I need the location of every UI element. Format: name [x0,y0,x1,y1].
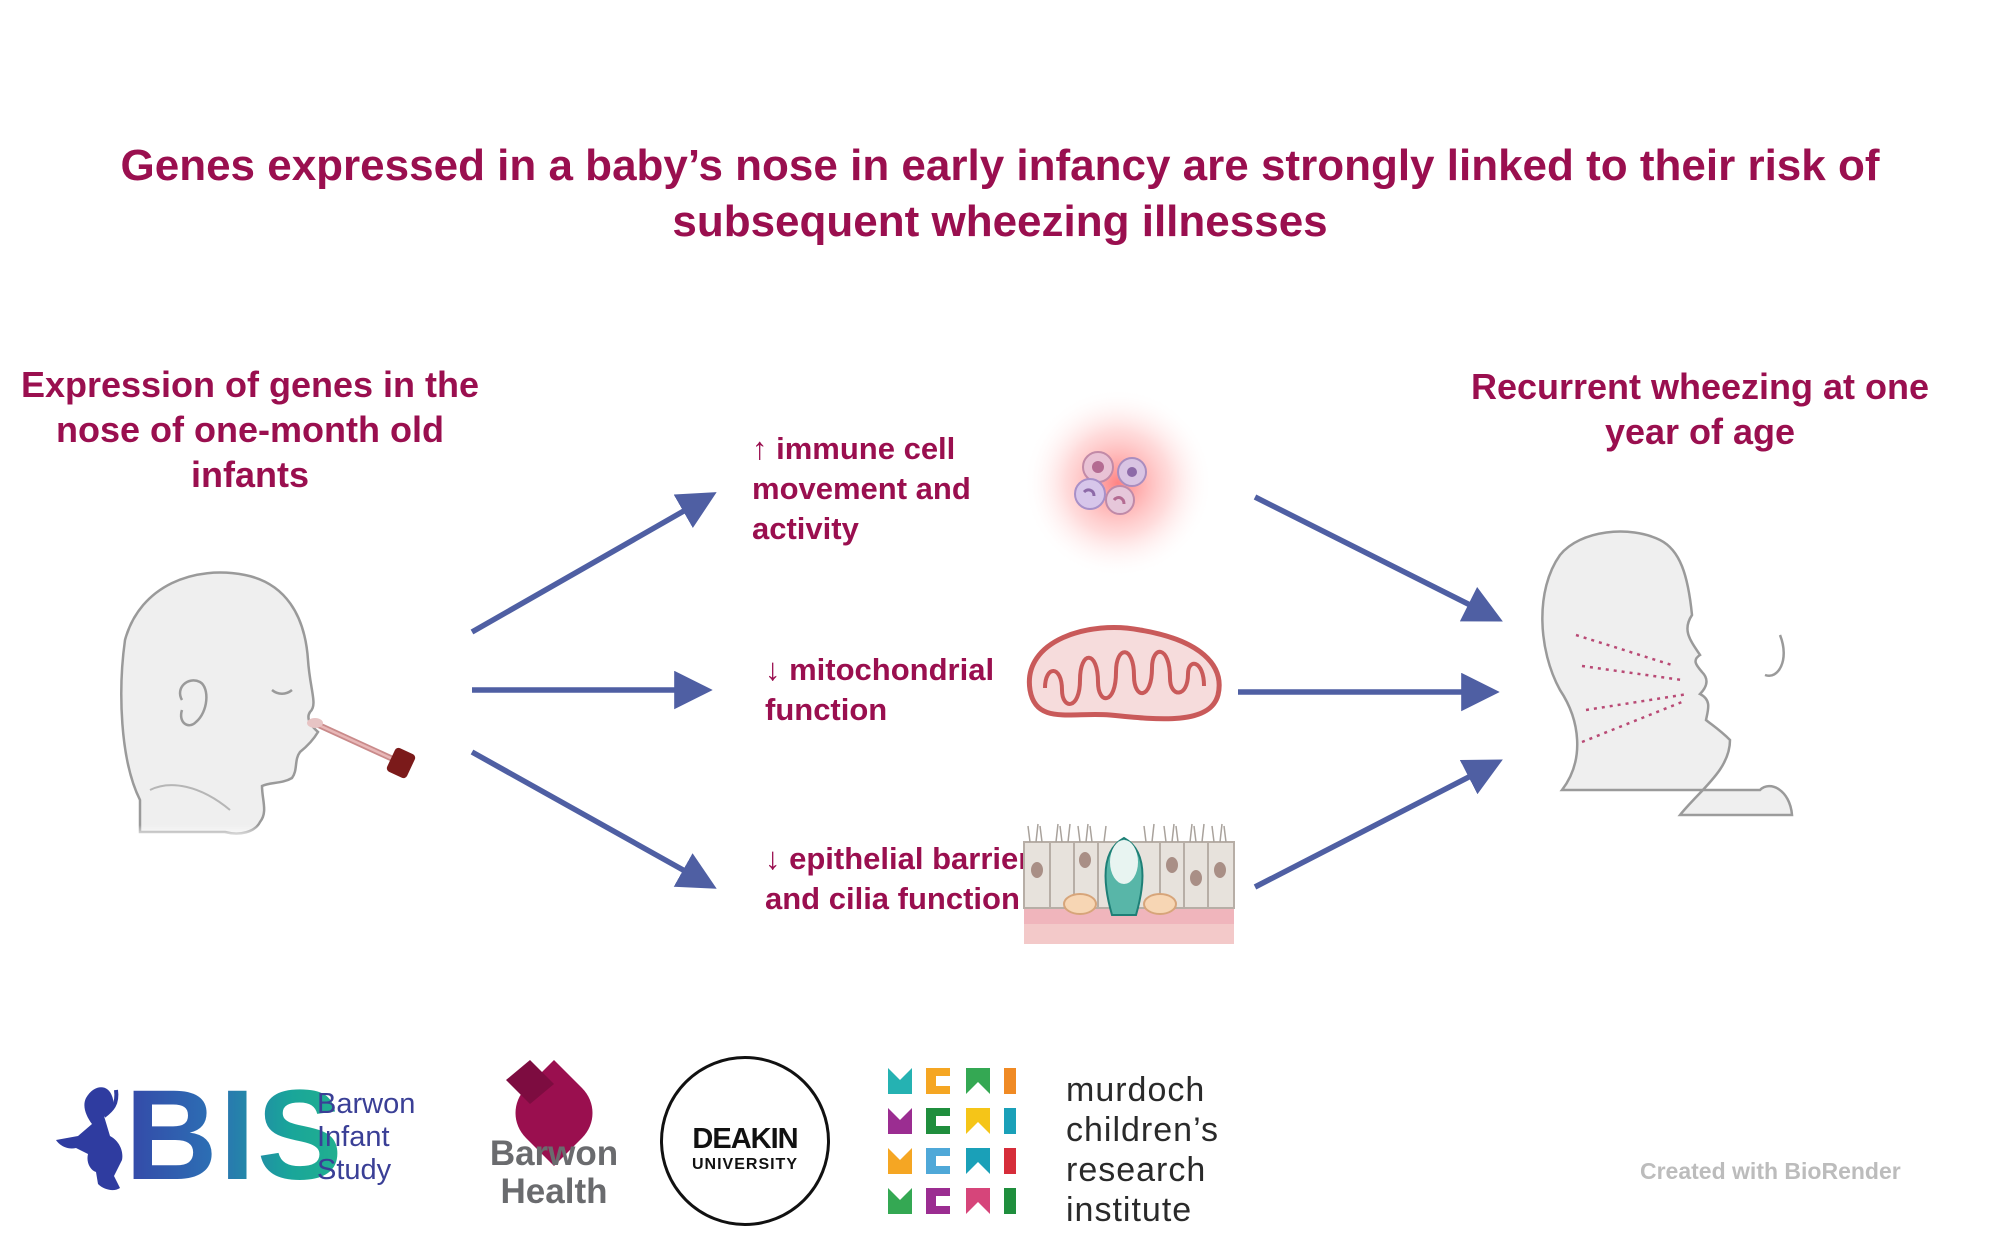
mcri-logo-name: murdoch children’s research institute [1066,1070,1219,1230]
barwon-health-line: Barwon [489,1134,619,1173]
barwon-health-line: Health [500,1172,608,1211]
mcri-letter-grid-icon [888,1068,1016,1214]
mechanism-epithelial-label: ↓ epithelial barrier and cilia function [765,841,1031,916]
deakin-logo-name: DEAKIN [692,1123,798,1155]
arrows-left [470,492,717,889]
mcri-name-line: murdoch [1066,1071,1206,1109]
bis-name-line: Study [317,1154,392,1186]
right-heading: Recurrent wheezing at one year of age [1470,366,1930,452]
child-silhouette-right [1541,530,1810,830]
bis-logo-name: Barwon Infant Study [317,1088,415,1187]
left-heading: Expression of genes in the nose of one-m… [20,364,480,495]
immune-cells-icon [1023,388,1213,578]
mitochondrion-icon [1026,625,1222,722]
bis-child-figure-icon [56,1087,123,1191]
infant-silhouette-left [100,571,340,840]
mcri-name-line: institute [1066,1191,1193,1229]
barwon-health-logo-text: Barwon Health [484,1135,624,1211]
page-title: Genes expressed in a baby’s nose in earl… [120,141,1880,246]
mechanism-mitochondrial-label: ↓ mitochondrial function [765,652,995,727]
mcri-name-line: research [1066,1151,1207,1189]
barwon-health-heart-icon [506,1060,593,1166]
mechanism-immune-label: ↑ immune cell movement and activity [752,431,971,546]
nasal-swab-icon [307,718,416,779]
mcri-name-line: children’s [1066,1111,1220,1149]
arrows-right [1238,494,1503,890]
bis-name-line: Infant [317,1121,390,1153]
wheeze-breath-lines [1575,633,1689,744]
deakin-logo-circle [660,1056,830,1226]
deakin-logo-sub: UNIVERSITY [691,1156,798,1173]
ciliated-epithelium-icon [1023,823,1235,944]
bis-name-line: Barwon [317,1088,416,1120]
biorender-credit: Created with BioRender [1640,1158,1901,1184]
bis-logo-letters: BIS [125,1064,345,1207]
